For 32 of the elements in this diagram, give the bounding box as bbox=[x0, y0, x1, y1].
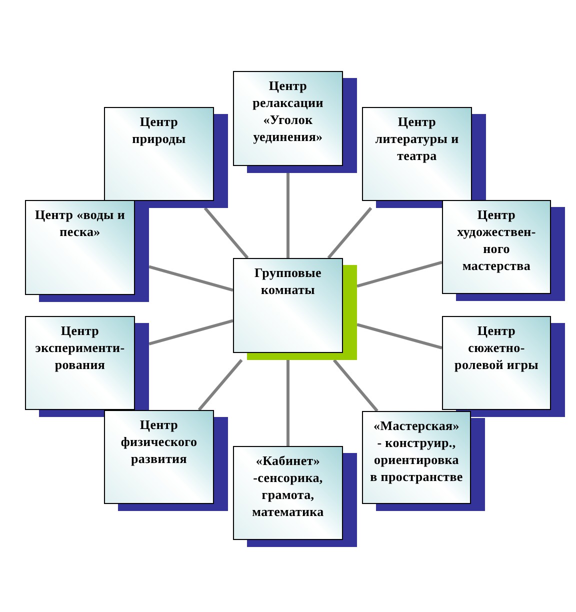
connector-line bbox=[198, 359, 243, 411]
connector-line bbox=[286, 360, 290, 446]
box-label: Центр физического развития bbox=[120, 416, 198, 467]
center-box bbox=[25, 200, 135, 295]
connector-line bbox=[148, 319, 234, 346]
center-box bbox=[362, 107, 472, 201]
center-box bbox=[104, 107, 214, 201]
center-box bbox=[233, 71, 343, 166]
connector-line bbox=[327, 207, 372, 259]
box-label: «Кабинет» -сенсорика, грамота, математика bbox=[251, 452, 325, 520]
box-label: Центр эксперименти- рования bbox=[34, 322, 126, 373]
connector-line bbox=[332, 359, 378, 412]
hub-box bbox=[233, 258, 343, 353]
connector-line bbox=[356, 323, 442, 350]
center-box bbox=[233, 446, 343, 540]
box-label: Центр литературы и театра bbox=[374, 113, 460, 164]
box-label: Центр природы bbox=[131, 113, 187, 147]
box-label: Центр «воды и песка» bbox=[34, 206, 126, 240]
connector-line bbox=[148, 265, 234, 292]
box-label: «Мастерская» - конструир., ориентировка в пространстве bbox=[370, 417, 463, 485]
box-label: Центр релаксации «Уголок уединения» bbox=[252, 77, 324, 145]
connector-line bbox=[286, 173, 290, 258]
box-label: Групповые комнаты bbox=[254, 264, 322, 298]
center-box bbox=[104, 410, 214, 504]
connector-line bbox=[204, 207, 249, 259]
connector-line bbox=[356, 260, 442, 288]
center-box bbox=[25, 316, 135, 410]
box-label: Центр художествен- ного мастерства bbox=[456, 206, 537, 274]
center-box bbox=[362, 411, 471, 504]
box-label: Центр сюжетно- ролевой игры bbox=[454, 322, 540, 373]
center-box bbox=[442, 316, 551, 410]
center-box bbox=[442, 200, 551, 294]
